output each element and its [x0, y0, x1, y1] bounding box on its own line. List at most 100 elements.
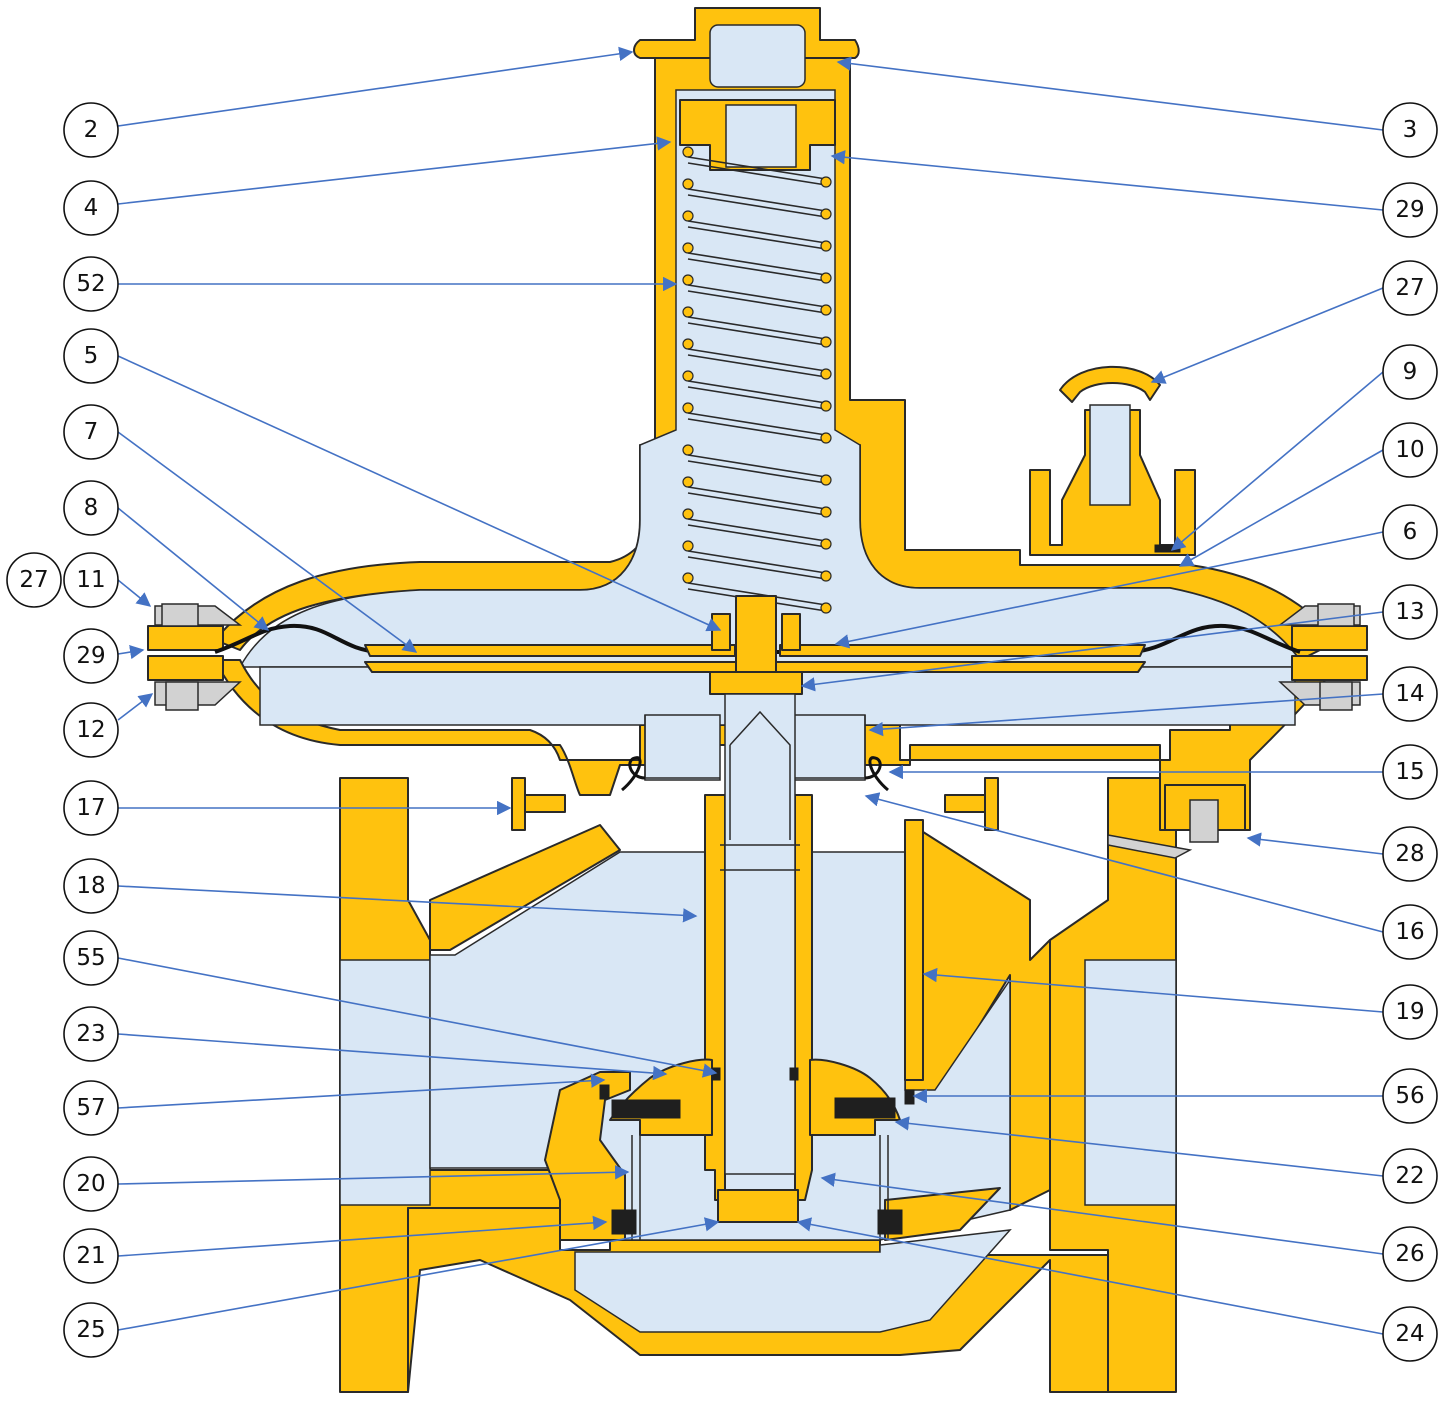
leader-5 — [117, 355, 722, 632]
svg-text:21: 21 — [76, 1243, 105, 1269]
relief-bore — [1089, 404, 1131, 506]
cap-plug — [709, 24, 806, 88]
svg-text:10: 10 — [1395, 437, 1424, 463]
callout-20: 20 — [63, 1156, 119, 1212]
svg-text:15: 15 — [1395, 759, 1424, 785]
callout-27-right: 27 — [1382, 260, 1438, 316]
svg-text:7: 7 — [84, 419, 99, 445]
callout-11: 11 — [63, 552, 119, 608]
stem-head — [709, 671, 803, 695]
leader-12 — [117, 693, 154, 721]
callout-12: 12 — [63, 702, 119, 758]
callout-15: 15 — [1382, 744, 1438, 800]
right-guide-column — [904, 819, 924, 1081]
callout-10: 10 — [1382, 422, 1438, 478]
relief-cap — [1059, 365, 1161, 403]
spring-coil-wire — [687, 454, 827, 484]
svg-text:12: 12 — [76, 717, 105, 743]
spring-coil-wire — [687, 550, 827, 580]
vent-neck — [1107, 834, 1193, 859]
spring-coil-wire — [687, 284, 827, 314]
spring-coil-section — [820, 400, 832, 412]
leader-20 — [117, 1165, 630, 1185]
leader-4 — [117, 136, 672, 205]
svg-text:27: 27 — [19, 567, 48, 593]
leader-26 — [820, 1172, 1384, 1255]
upper-guide-left — [644, 714, 721, 781]
spring-coil-wire — [687, 412, 827, 442]
seal-right — [834, 1097, 896, 1119]
callout-23: 23 — [63, 1006, 119, 1062]
svg-text:55: 55 — [76, 945, 105, 971]
svg-text:18: 18 — [76, 873, 105, 899]
svg-text:4: 4 — [84, 195, 99, 221]
leader-19 — [922, 967, 1384, 1013]
callout-29-right: 29 — [1382, 182, 1438, 238]
leader-9 — [1170, 371, 1384, 551]
leader-18 — [117, 885, 698, 923]
callout-8: 8 — [63, 480, 119, 536]
leader-lines — [117, 46, 1384, 1335]
vent-plug — [1107, 784, 1246, 859]
main-spring — [682, 146, 832, 614]
callout-14: 14 — [1382, 666, 1438, 722]
leader-22 — [894, 1116, 1384, 1177]
svg-text:57: 57 — [76, 1095, 105, 1121]
svg-text:29: 29 — [1395, 197, 1424, 223]
spring-coil-section — [682, 402, 694, 414]
spring-coil-wire — [687, 348, 827, 378]
leader-2 — [117, 46, 634, 127]
seat-seal-left — [611, 1209, 637, 1235]
spring-coil-section — [820, 474, 832, 486]
leader-14 — [868, 693, 1384, 737]
callout-29-left: 29 — [63, 628, 119, 684]
spring-coil-section — [820, 176, 832, 188]
spring-coil-section — [682, 370, 694, 382]
svg-text:13: 13 — [1395, 599, 1424, 625]
leader-8 — [117, 507, 270, 631]
callout-16: 16 — [1382, 904, 1438, 960]
spring-coil-section — [820, 602, 832, 614]
callout-17: 17 — [63, 780, 119, 836]
spring-coil-section — [820, 570, 832, 582]
leader-13 — [800, 611, 1384, 692]
callout-4: 4 — [63, 180, 119, 236]
svg-text:2: 2 — [84, 117, 99, 143]
leader-27-right — [1150, 287, 1384, 384]
callout-27-left: 27 — [6, 552, 62, 608]
svg-text:29: 29 — [76, 643, 105, 669]
bonnet — [214, 7, 1341, 668]
bellows-right — [864, 756, 889, 792]
svg-text:9: 9 — [1403, 359, 1418, 385]
svg-text:3: 3 — [1403, 117, 1418, 143]
svg-text:6: 6 — [1403, 519, 1418, 545]
spring-coil-section — [820, 336, 832, 348]
callout-57: 57 — [63, 1080, 119, 1136]
svg-text:28: 28 — [1395, 841, 1424, 867]
partition-wall — [429, 824, 621, 951]
bottom-nut — [717, 1189, 799, 1223]
svg-text:17: 17 — [76, 795, 105, 821]
leader-55 — [117, 957, 718, 1078]
svg-text:20: 20 — [76, 1171, 105, 1197]
spring-coil-section — [820, 506, 832, 518]
leader-21 — [117, 1215, 608, 1257]
spring-coil-section — [682, 274, 694, 286]
spring-coil-wire — [687, 518, 827, 548]
spring-coil-section — [682, 444, 694, 456]
callout-13: 13 — [1382, 584, 1438, 640]
svg-text:19: 19 — [1395, 999, 1424, 1025]
right-clamp-upper — [1291, 625, 1368, 651]
seat-oring-57 — [599, 1084, 610, 1100]
svg-text:24: 24 — [1395, 1321, 1424, 1347]
spring-coil-wire — [687, 486, 827, 516]
leader-29-right — [830, 150, 1384, 211]
spring-coil-section — [682, 572, 694, 584]
spring-coil-section — [682, 146, 694, 158]
svg-text:22: 22 — [1395, 1163, 1424, 1189]
stem-assembly — [511, 693, 999, 1240]
left-nut-bottom — [165, 681, 199, 711]
svg-text:14: 14 — [1395, 681, 1424, 707]
spring-coil-section — [682, 242, 694, 254]
